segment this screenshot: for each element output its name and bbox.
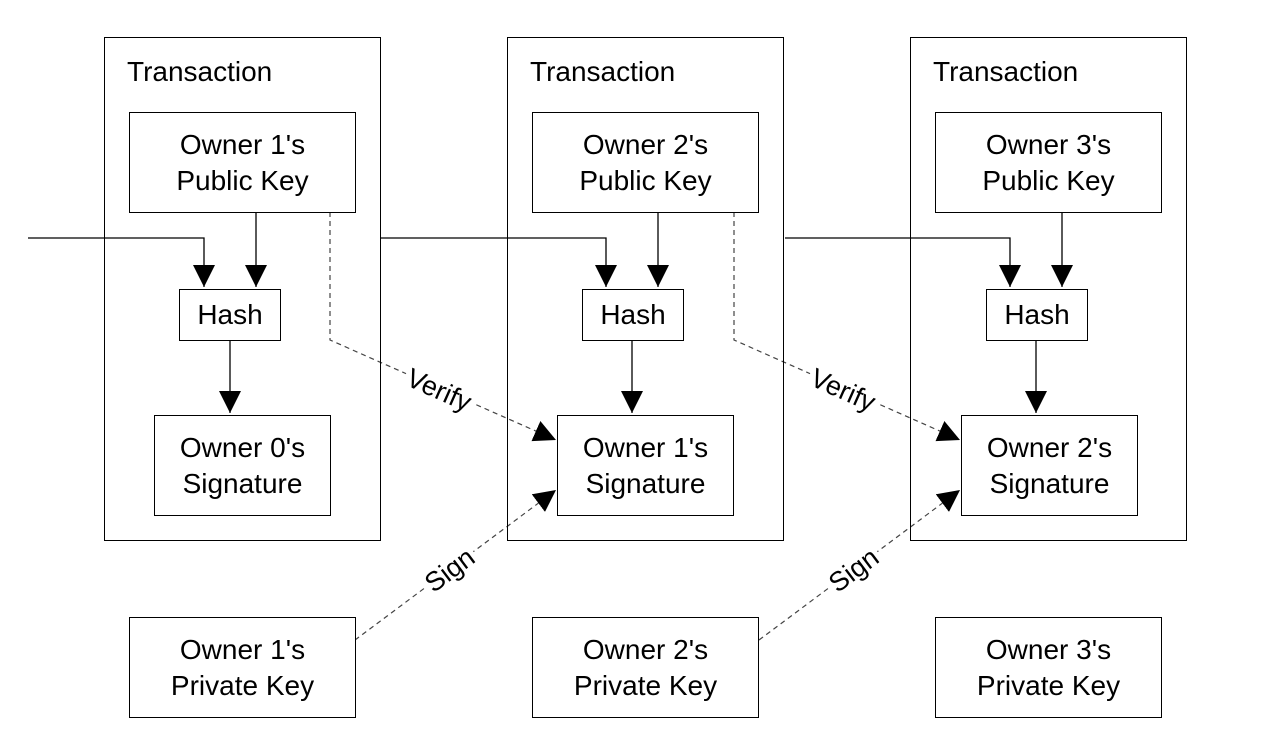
transaction-title-2: Transaction xyxy=(530,56,676,87)
chain-line-2 xyxy=(381,237,617,287)
signature-line-2b: Signature xyxy=(585,467,706,499)
public-key-line-3a: Owner 3's xyxy=(985,128,1112,160)
private-key-line-1b: Private Key xyxy=(170,669,315,701)
hash-box-2: Hash xyxy=(582,289,684,341)
private-key-line-2b: Private Key xyxy=(573,669,718,701)
private-key-line-1a: Owner 1's xyxy=(179,633,306,665)
verify-arrow-2 xyxy=(733,212,961,442)
hash-label-2: Hash xyxy=(600,299,666,330)
signature-line-3a: Owner 2's xyxy=(986,431,1113,463)
sign-arrow-1 xyxy=(354,489,557,641)
public-key-box-2: Owner 2's Public Key xyxy=(532,112,759,213)
private-key-line-2a: Owner 2's xyxy=(582,633,709,665)
private-key-line-3a: Owner 3's xyxy=(985,633,1112,665)
hash-label-1: Hash xyxy=(197,299,263,330)
signature-box-1: Owner 0's Signature xyxy=(154,415,331,516)
signature-line-1b: Signature xyxy=(182,467,303,499)
hash-box-1: Hash xyxy=(179,289,281,341)
transaction-title-3: Transaction xyxy=(933,56,1079,87)
verify-arrow-1 xyxy=(329,212,557,442)
signature-line-3b: Signature xyxy=(989,467,1110,499)
private-key-box-2: Owner 2's Private Key xyxy=(532,617,759,718)
transaction-box-1 xyxy=(104,37,381,541)
sign-arrow-2 xyxy=(758,489,961,641)
public-key-line-3b: Public Key xyxy=(982,164,1115,196)
transaction-title-1: Transaction xyxy=(127,56,273,87)
transaction-box-3 xyxy=(910,37,1187,541)
signature-line-1a: Owner 0's xyxy=(179,431,306,463)
transaction-box-2 xyxy=(507,37,784,541)
hash-label-3: Hash xyxy=(1004,299,1070,330)
public-key-line-1b: Public Key xyxy=(176,164,309,196)
public-key-box-3: Owner 3's Public Key xyxy=(935,112,1162,213)
public-key-line-2b: Public Key xyxy=(579,164,712,196)
private-key-box-3: Owner 3's Private Key xyxy=(935,617,1162,718)
chain-line-1 xyxy=(28,237,215,287)
signature-box-2: Owner 1's Signature xyxy=(557,415,734,516)
private-key-line-3b: Private Key xyxy=(976,669,1121,701)
public-key-line-2a: Owner 2's xyxy=(582,128,709,160)
signature-box-3: Owner 2's Signature xyxy=(961,415,1138,516)
hash-box-3: Hash xyxy=(986,289,1088,341)
chain-line-3 xyxy=(785,237,1021,287)
public-key-box-1: Owner 1's Public Key xyxy=(129,112,356,213)
private-key-box-1: Owner 1's Private Key xyxy=(129,617,356,718)
public-key-line-1a: Owner 1's xyxy=(179,128,306,160)
signature-line-2a: Owner 1's xyxy=(582,431,709,463)
